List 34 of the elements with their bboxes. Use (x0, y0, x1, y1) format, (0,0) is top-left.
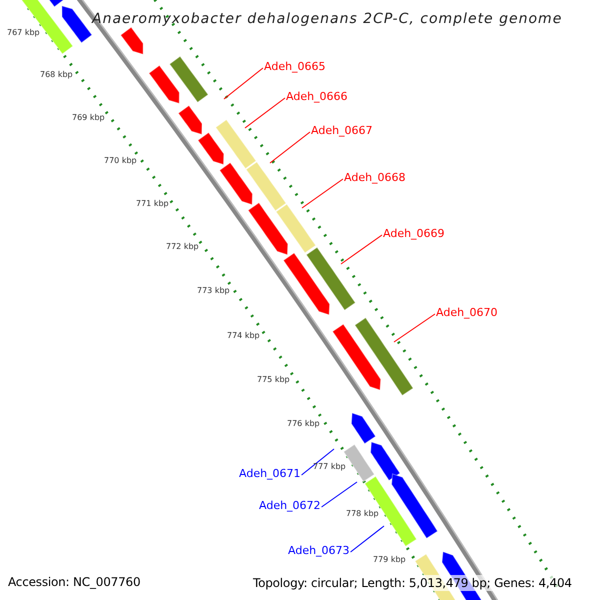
position-label: 779 kbp (373, 554, 406, 565)
leader-line (301, 448, 334, 476)
position-label: 768 kbp (40, 69, 73, 80)
leader-line (350, 526, 384, 552)
leader-line (394, 314, 436, 342)
leader-line (321, 482, 358, 508)
position-label: 772 kbp (166, 241, 199, 252)
leader-line (302, 178, 344, 208)
position-label: 767 kbp (7, 27, 40, 38)
position-label: 776 kbp (287, 418, 320, 429)
gene-label: Adeh_0669 (383, 227, 445, 241)
genome-stats-text: Topology: circular; Length: 5,013,479 bp; Genes: 4,404 (253, 575, 572, 591)
position-label: 778 kbp (346, 508, 379, 519)
leader-line (340, 234, 382, 264)
accession-text: Accession: NC_007760 (8, 574, 140, 590)
position-label: 773 kbp (197, 285, 230, 296)
gene-label: Adeh_0666 (286, 90, 348, 104)
position-label: 774 kbp (227, 330, 260, 341)
genome-title: Anaeromyxobacter dehalogenans 2CP-C, complete genome (92, 10, 562, 29)
leader-line (244, 98, 286, 128)
position-label: 771 kbp (136, 198, 169, 209)
gene-label: Adeh_0665 (264, 60, 326, 74)
position-label: 775 kbp (257, 374, 290, 385)
gene-label: Adeh_0673 (288, 544, 350, 558)
position-label: 769 kbp (72, 112, 105, 123)
leader-line (270, 132, 310, 164)
position-label: 770 kbp (104, 155, 137, 166)
position-label: 777 kbp (313, 461, 346, 472)
gene-label: Adeh_0667 (311, 124, 373, 138)
gene-label: Adeh_0670 (436, 306, 498, 320)
gene-label: Adeh_0671 (239, 467, 301, 481)
gene-label: Adeh_0668 (344, 171, 406, 185)
leader-line (224, 68, 264, 100)
gene-label: Adeh_0672 (259, 499, 321, 513)
